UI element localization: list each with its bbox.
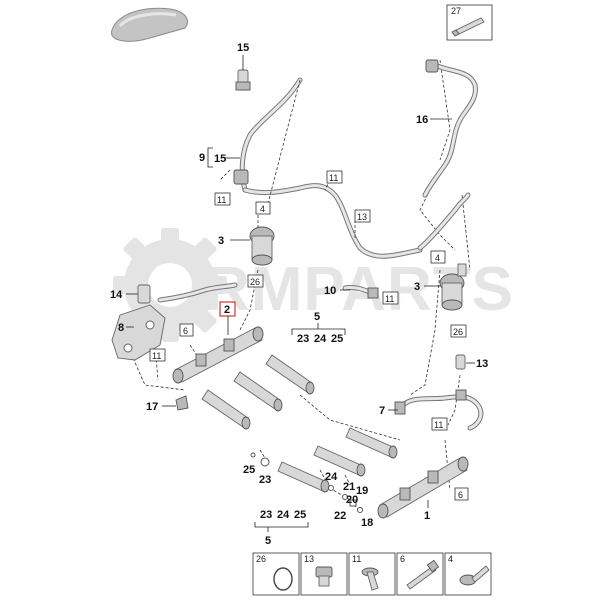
group-top-23: 23 xyxy=(297,333,309,345)
legend-label-6: 6 xyxy=(400,554,405,564)
callout-5-bottom: 5 xyxy=(265,535,271,547)
legend-item-26[interactable]: 26 xyxy=(252,552,300,596)
part-1-fuel-rail-right[interactable] xyxy=(377,456,469,519)
collar-bolt-icon xyxy=(459,565,490,586)
part-14-sensor[interactable] xyxy=(126,284,151,304)
group-5-bottom: 23 24 25 5 xyxy=(254,509,309,547)
group-bottom-25: 25 xyxy=(294,509,306,521)
boxed-ref-4-a[interactable]: 4 xyxy=(255,201,271,215)
group-top-24: 24 xyxy=(314,333,327,345)
callout-2: 2 xyxy=(224,304,230,316)
callout-3-right: 3 xyxy=(414,281,420,293)
engine-cover[interactable] xyxy=(111,7,188,42)
callout-5-top: 5 xyxy=(314,311,320,323)
box-label-13: 13 xyxy=(357,212,367,222)
box-label-6-a: 6 xyxy=(183,326,188,336)
callout-1: 1 xyxy=(424,510,430,522)
callout-18: 18 xyxy=(361,517,373,529)
boxed-ref-26-b[interactable]: 26 xyxy=(450,324,467,338)
box-label-27: 27 xyxy=(451,6,461,16)
box-label-11-e: 11 xyxy=(434,420,443,430)
legend-item-4[interactable]: 4 xyxy=(444,552,492,596)
box-label-6-b: 6 xyxy=(458,490,463,500)
callout-22: 22 xyxy=(334,510,346,522)
callout-15-bracket: 15 xyxy=(214,153,226,165)
group-bottom-24: 24 xyxy=(277,509,290,521)
part-3-pump-left[interactable] xyxy=(230,226,275,266)
injectors-upper[interactable] xyxy=(201,354,315,430)
part-7-fuel-line[interactable] xyxy=(388,389,484,431)
legend-label-4: 4 xyxy=(448,554,453,564)
box-label-11-a: 11 xyxy=(217,195,226,205)
boxed-ref-11-d[interactable]: 11 xyxy=(149,348,166,362)
callout-19: 19 xyxy=(356,485,368,497)
callout-9: 9 xyxy=(199,152,205,164)
part-2-callout-highlight[interactable]: 2 xyxy=(219,301,236,335)
part-9-fuel-line[interactable] xyxy=(233,77,423,259)
callout-25: 25 xyxy=(243,464,255,476)
boxed-ref-26-a[interactable]: 26 xyxy=(247,274,264,288)
plug-icon xyxy=(315,566,333,587)
part-13-sensor[interactable] xyxy=(455,354,475,370)
box-label-26-b: 26 xyxy=(453,327,463,337)
box-label-4-b: 4 xyxy=(435,253,440,263)
boxed-ref-4-b[interactable]: 4 xyxy=(430,250,446,264)
legend-label-13: 13 xyxy=(304,554,314,564)
seal-parts-left[interactable] xyxy=(250,452,270,467)
injectors-lower[interactable] xyxy=(277,427,398,493)
callout-8: 8 xyxy=(118,322,124,334)
callout-7: 7 xyxy=(379,405,385,417)
group-bottom-23: 23 xyxy=(260,509,272,521)
o-ring-icon xyxy=(273,567,293,591)
callout-15-top: 15 xyxy=(237,42,249,54)
group-5-top: 5 23 24 25 xyxy=(291,311,346,345)
box-label-11-b: 11 xyxy=(329,173,338,183)
callout-23: 23 xyxy=(259,474,271,486)
flange-bolt-icon xyxy=(361,567,379,591)
box-label-11-c: 11 xyxy=(385,294,394,304)
callout-10: 10 xyxy=(324,285,336,297)
legend-item-13[interactable]: 13 xyxy=(300,552,348,596)
box-label-26-a: 26 xyxy=(250,277,260,287)
boxed-ref-11-c[interactable]: 11 xyxy=(382,291,399,305)
part-15-sensor[interactable] xyxy=(235,55,251,91)
callout-17: 17 xyxy=(146,401,158,413)
part-17-clip[interactable] xyxy=(162,395,189,411)
part-2-fuel-rail-left[interactable] xyxy=(172,326,264,384)
part-10-line[interactable] xyxy=(340,285,379,299)
part-8-bracket[interactable] xyxy=(111,304,166,361)
callout-13: 13 xyxy=(476,358,488,370)
boxed-ref-6-b[interactable]: 6 xyxy=(454,487,469,501)
legend-label-26: 26 xyxy=(256,554,266,564)
callout-20: 20 xyxy=(346,494,358,506)
box-label-11-d: 11 xyxy=(152,351,161,361)
boxed-ref-11-b[interactable]: 11 xyxy=(326,170,343,184)
part-16-fuel-line[interactable] xyxy=(417,59,478,251)
bolt-icon xyxy=(406,559,440,590)
seal-parts-right[interactable] xyxy=(328,485,363,513)
boxed-ref-11-a[interactable]: 11 xyxy=(214,192,231,206)
boxed-ref-11-e[interactable]: 11 xyxy=(431,417,448,431)
group-top-25: 25 xyxy=(331,333,343,345)
legend-label-11: 11 xyxy=(352,554,361,564)
callout-21: 21 xyxy=(343,481,355,493)
boxed-ref-13[interactable]: 13 xyxy=(354,209,371,223)
legend-item-6[interactable]: 6 xyxy=(396,552,444,596)
callout-14: 14 xyxy=(110,289,123,301)
callout-16: 16 xyxy=(416,114,428,126)
boxed-ref-6-a[interactable]: 6 xyxy=(179,323,194,337)
callout-3-left: 3 xyxy=(218,235,224,247)
legend-row: 26 13 11 6 xyxy=(252,552,492,596)
callout-24: 24 xyxy=(325,471,338,483)
box-label-4-a: 4 xyxy=(260,204,265,214)
legend-item-11[interactable]: 11 xyxy=(348,552,396,596)
part-27-sealant[interactable]: 27 xyxy=(446,4,493,41)
part-3-pump-right[interactable] xyxy=(424,263,467,311)
